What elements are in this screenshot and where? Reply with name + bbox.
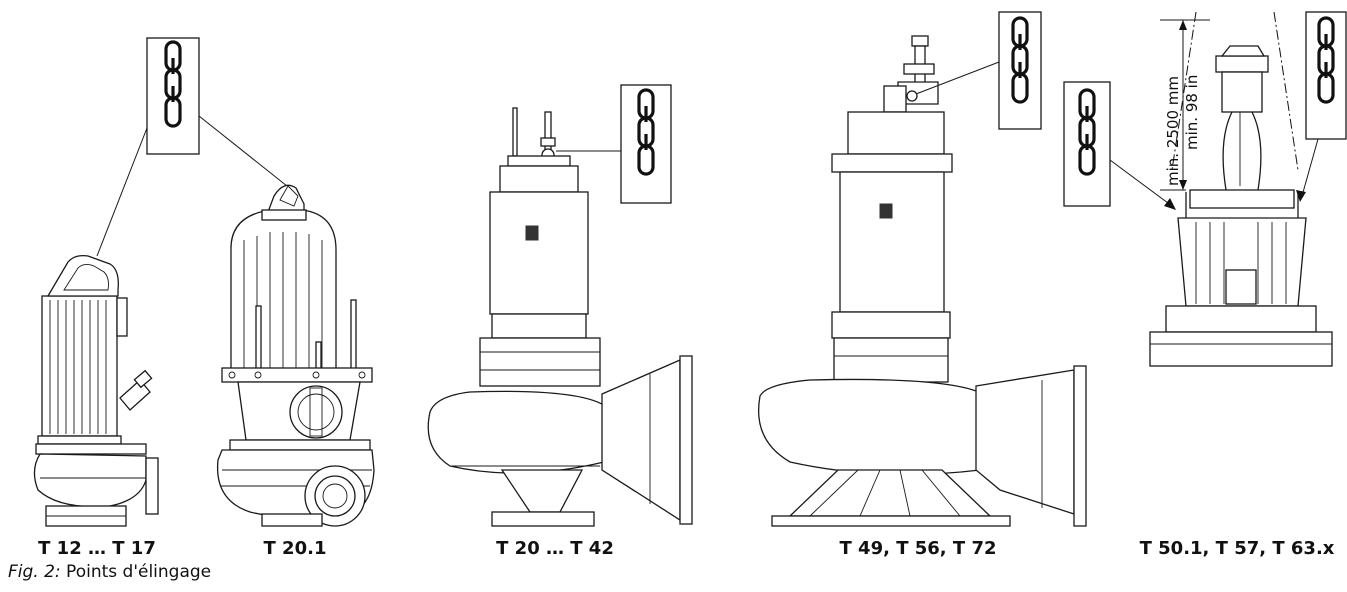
pump-label-t49: T 49, T 56, T 72: [839, 538, 997, 559]
figure-ref: Fig. 2:: [8, 562, 61, 582]
pump-label-t12: T 12 … T 17: [38, 538, 156, 559]
pump-t49-drawing: [757, 11, 1087, 527]
pump-t12-drawing: [33, 37, 293, 527]
figure-caption: Fig. 2: Points d'élingage: [8, 562, 211, 582]
pump-label-t20: T 20 … T 42: [496, 538, 614, 559]
pump-label-t201: T 20.1: [263, 538, 327, 559]
pump-t201-drawing: [216, 184, 375, 527]
dimension-imperial: min. 98 in: [1183, 75, 1201, 150]
pump-label-t501: T 50.1, T 57, T 63.x: [1139, 538, 1335, 559]
pump-t501-drawing: min. 2500 mm min. 98 in: [1063, 11, 1347, 367]
dimension-metric: min. 2500 mm: [1164, 76, 1182, 186]
figure-caption-text: Points d'élingage: [60, 562, 212, 582]
pump-t20-drawing: [427, 84, 693, 527]
